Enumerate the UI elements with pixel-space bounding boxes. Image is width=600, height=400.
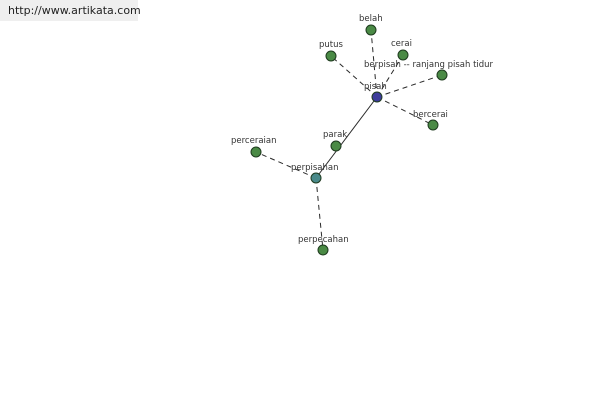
edge-perpisahan-perpecahan — [315, 177, 324, 251]
node-label-berpisah: berpisah -- ranjang pisah tidur — [364, 60, 494, 70]
edge-pisah-perpisahan — [315, 96, 378, 179]
node-circle-putus[interactable] — [325, 50, 337, 62]
node-circle-belah[interactable] — [365, 24, 377, 36]
edge-pisah-putus — [330, 55, 378, 98]
node-label-putus: putus — [319, 40, 344, 50]
node-label-perceraian: perceraian — [231, 136, 277, 146]
node-circle-bercerai[interactable] — [427, 119, 439, 131]
node-circle-parak[interactable] — [330, 140, 342, 152]
edge-pisah-belah — [370, 29, 378, 98]
node-belah[interactable]: belah — [359, 14, 383, 36]
node-label-perpisahan: perpisahan — [291, 163, 339, 173]
edges-layer — [255, 29, 443, 251]
site-url-link[interactable]: http://www.artikata.com — [8, 4, 141, 17]
node-perpecahan[interactable]: perpecahan — [298, 235, 349, 256]
node-pisah[interactable]: pisah — [364, 82, 387, 103]
nodes-layer: pisah belah putus cerai berpisah -- ranjang … — [231, 14, 494, 256]
node-circle-pisah[interactable] — [371, 91, 383, 103]
node-label-bercerai: bercerai — [413, 110, 448, 120]
node-parak[interactable]: parak — [323, 130, 347, 152]
node-perpisahan[interactable]: perpisahan — [291, 163, 339, 184]
node-label-belah: belah — [359, 14, 383, 24]
edge-perpisahan-perceraian — [255, 151, 317, 179]
node-circle-perpecahan[interactable] — [317, 244, 329, 256]
node-bercerai[interactable]: bercerai — [413, 110, 448, 131]
edge-pisah-berpisah — [376, 74, 443, 98]
node-putus[interactable]: putus — [319, 40, 344, 62]
node-berpisah[interactable]: berpisah -- ranjang pisah tidur — [364, 60, 494, 81]
node-label-perpecahan: perpecahan — [298, 235, 349, 245]
node-circle-berpisah[interactable] — [436, 69, 448, 81]
node-circle-perpisahan[interactable] — [310, 172, 322, 184]
node-perceraian[interactable]: perceraian — [231, 136, 277, 158]
node-cerai[interactable]: cerai — [391, 39, 412, 61]
node-circle-perceraian[interactable] — [250, 146, 262, 158]
node-label-pisah: pisah — [364, 82, 387, 92]
url-banner: http://www.artikata.com — [0, 0, 141, 21]
node-circle-cerai[interactable] — [397, 49, 409, 61]
node-label-parak: parak — [323, 130, 347, 140]
edge-pisah-bercerai — [376, 96, 434, 126]
node-label-cerai: cerai — [391, 39, 412, 49]
